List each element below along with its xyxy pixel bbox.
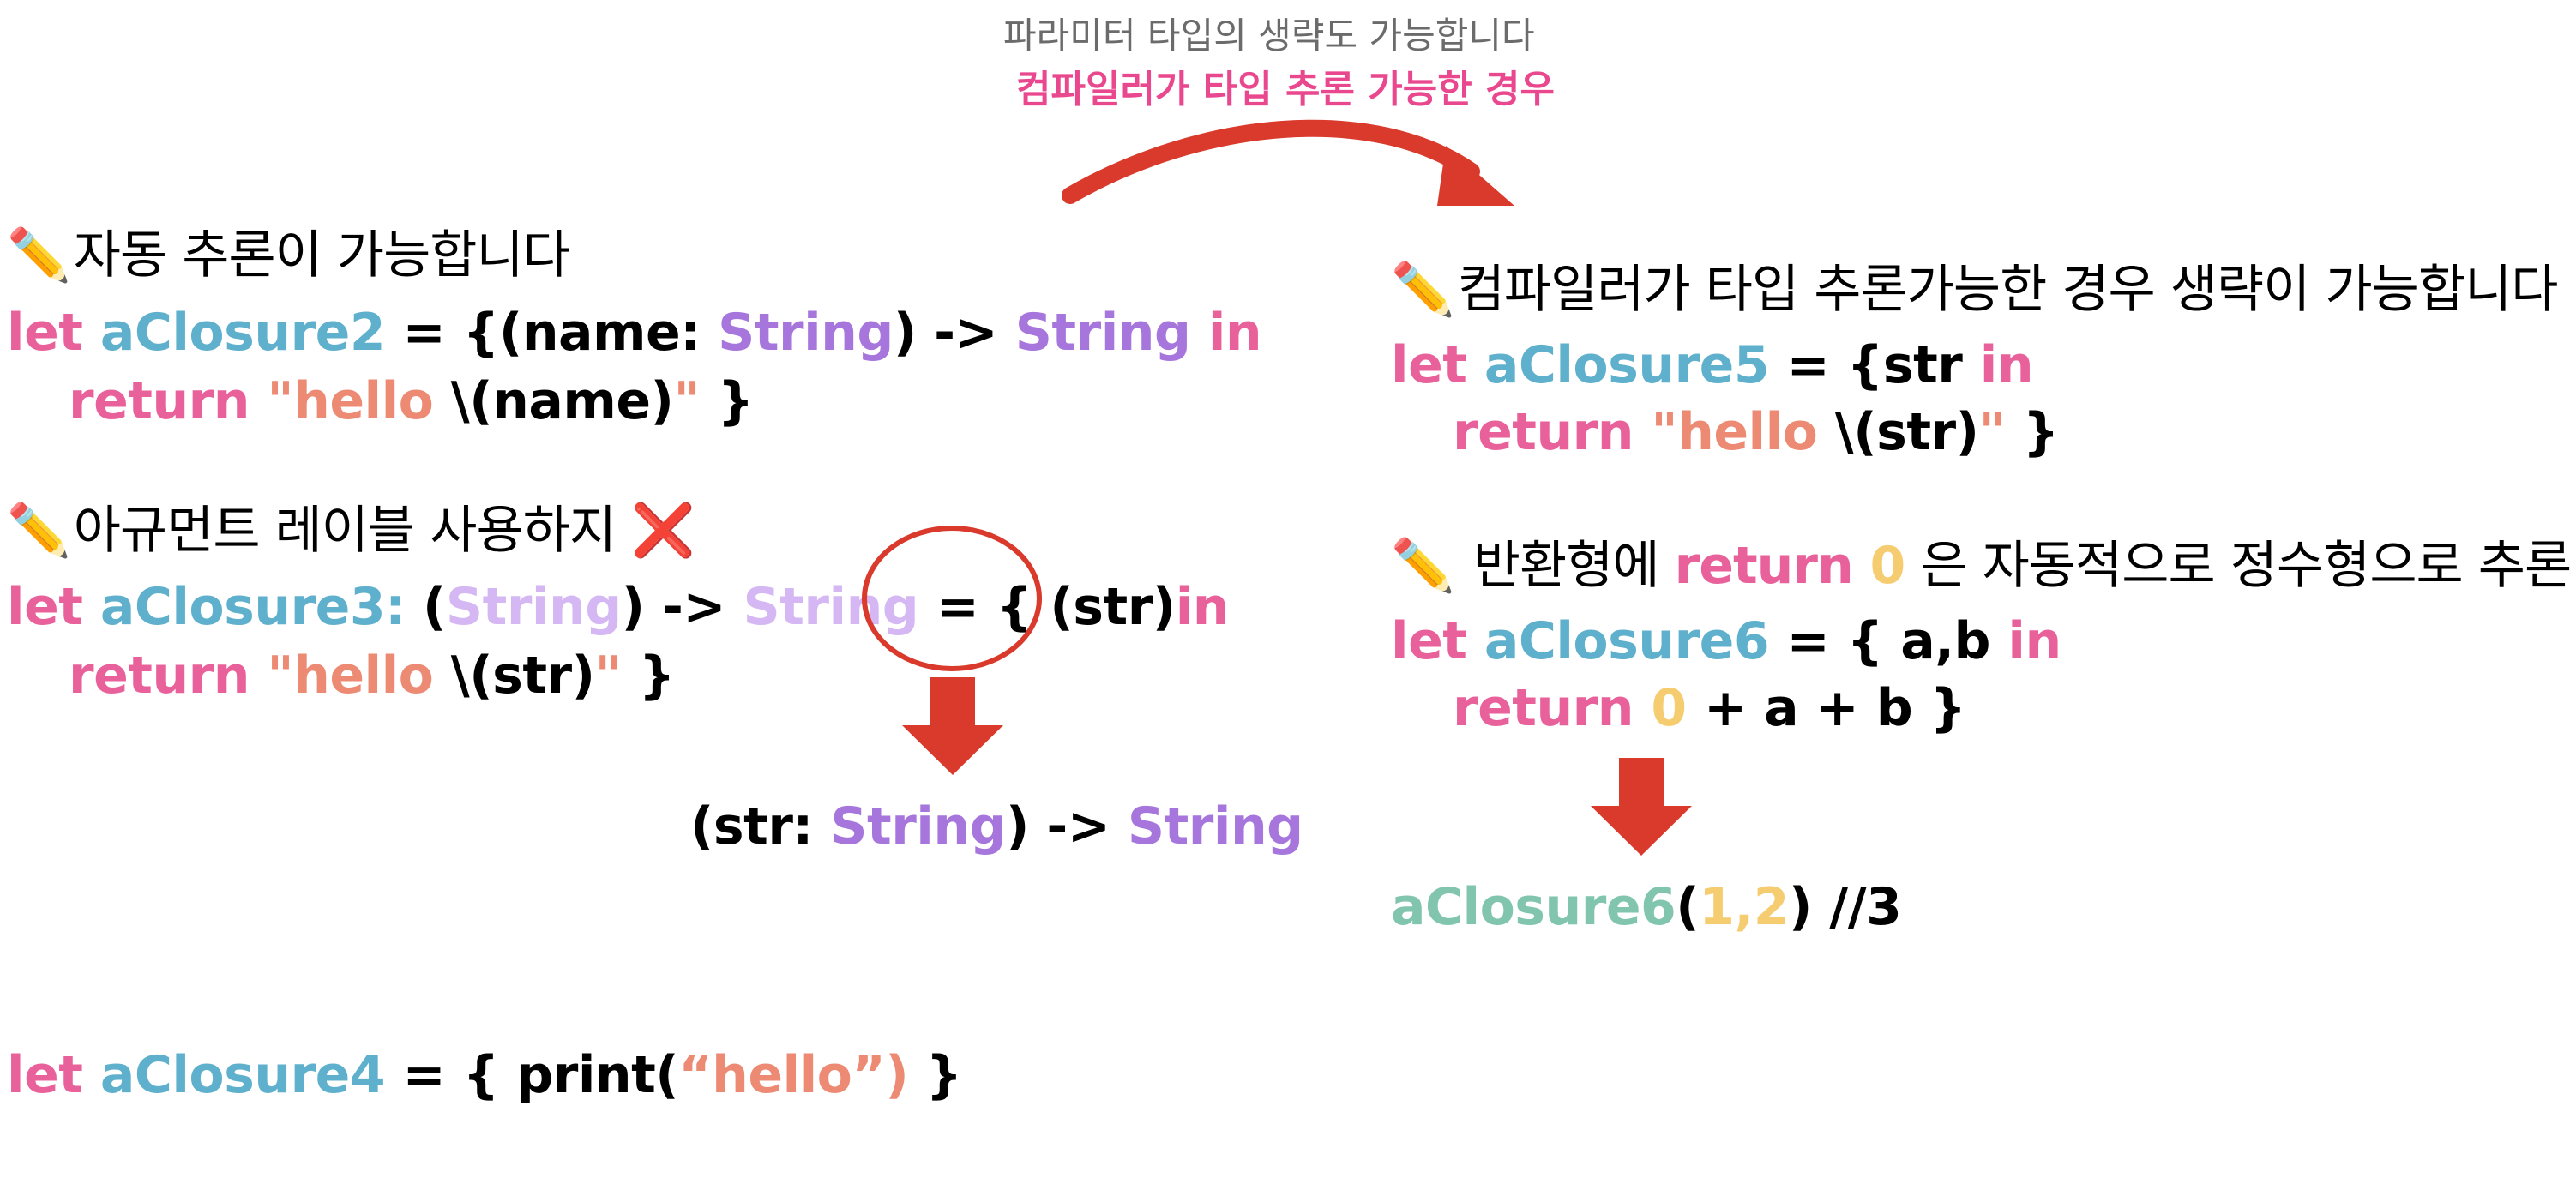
code-punct: (	[405, 577, 446, 637]
code-punct: (str:	[690, 796, 831, 856]
string-literal: "	[673, 371, 701, 431]
code-punct: }	[908, 1045, 963, 1105]
code-punct: }	[621, 646, 676, 706]
code-punct: }	[700, 371, 755, 431]
keyword-in: in	[1175, 577, 1230, 637]
section2-inferred-signature: (str: String) -> String	[690, 796, 1303, 857]
code-punct: = { (str)	[918, 577, 1177, 637]
keyword-in: in	[1190, 303, 1262, 363]
highlight-circle	[862, 526, 1042, 671]
cross-icon: ❌	[631, 501, 695, 561]
string-interpolation: \(str)	[1834, 402, 1979, 462]
curved-arrow-head	[1437, 146, 1514, 206]
keyword-return: return	[1453, 678, 1652, 738]
code-punct: (	[1676, 877, 1700, 937]
top-caption-secondary: 컴파일러가 타입 추론 가능한 경우	[1016, 68, 1555, 111]
type-name: String	[830, 796, 1007, 856]
section5-code-line1: let aClosure6 = { a,b in	[1391, 610, 2061, 672]
type-name: String	[445, 577, 622, 637]
number-literal: 1,2	[1699, 877, 1789, 937]
keyword-in: in	[1979, 335, 2034, 395]
pencil-icon: ✏️	[1391, 260, 1455, 320]
keyword-let: let	[7, 1045, 83, 1105]
pencil-icon: ✏️	[1391, 536, 1455, 596]
string-literal: "hello	[267, 371, 451, 431]
string-interpolation: \(name)	[450, 371, 674, 431]
section5-heading-keyword: return	[1674, 536, 1854, 596]
section1-heading: ✏️자동 추론이 가능합니다	[7, 225, 570, 286]
pencil-icon: ✏️	[7, 225, 71, 285]
top-caption-primary: 파라미터 타입의 생략도 가능합니다	[1003, 15, 1535, 57]
keyword-return: return	[69, 646, 268, 706]
code-punct: ) //3	[1789, 877, 1902, 937]
curved-arrow-shaft	[1062, 119, 1480, 204]
string-literal: “hello”)	[678, 1045, 909, 1105]
closure-name: aClosure2	[99, 303, 386, 363]
section3-code-line1: let aClosure4 = { print(“hello”) }	[7, 1044, 962, 1106]
section2-heading-text: 아규먼트 레이블 사용하지	[73, 501, 632, 561]
section2-heading: ✏️아규먼트 레이블 사용하지 ❌	[7, 500, 695, 562]
down-arrow-2-shaft	[1619, 758, 1664, 806]
keyword-let: let	[7, 303, 83, 363]
section4-code-line2: return "hello \(str)" }	[1453, 401, 2059, 463]
string-interpolation: \(str)	[450, 646, 595, 706]
closure-name: aClosure5	[1484, 335, 1770, 395]
type-name: String	[1127, 796, 1303, 856]
code-punct: = {str	[1769, 335, 1980, 395]
closure-name: aClosure3:	[99, 577, 406, 637]
section5-heading-pre: 반환형에	[1457, 536, 1675, 596]
closure-name: aClosure4	[99, 1045, 386, 1105]
down-arrow-2-head	[1591, 806, 1692, 856]
code-punct: = {(name:	[385, 303, 719, 363]
code-punct: ) ->	[621, 577, 743, 637]
section1-heading-text: 자동 추론이 가능합니다	[73, 225, 570, 285]
section5-code-line2: return 0 + a + b }	[1453, 677, 1966, 739]
section4-code-line1: let aClosure5 = {str in	[1391, 334, 2034, 396]
down-arrow-1-shaft	[930, 677, 975, 725]
string-literal: "	[594, 646, 622, 706]
section4-heading-text: 컴파일러가 타입 추론가능한 경우 생략이 가능합니다	[1457, 260, 2559, 320]
section2-code-line2: return "hello \(str)" }	[69, 645, 675, 706]
closure-name: aClosure6	[1484, 611, 1770, 671]
keyword-let: let	[1391, 335, 1467, 395]
number-literal: 0	[1651, 678, 1687, 738]
type-name: String	[718, 303, 894, 363]
section1-code-line2: return "hello \(name)" }	[69, 370, 754, 432]
type-name: String	[743, 577, 919, 637]
keyword-let: let	[7, 577, 83, 637]
code-punct: = { a,b	[1769, 611, 2008, 671]
keyword-return: return	[69, 371, 268, 431]
section4-heading: ✏️컴파일러가 타입 추론가능한 경우 생략이 가능합니다	[1391, 259, 2559, 321]
code-punct: = { print(	[385, 1045, 679, 1105]
function-call: aClosure6	[1391, 877, 1676, 937]
code-punct: ) ->	[1006, 796, 1128, 856]
down-arrow-1-head	[902, 725, 1003, 775]
keyword-let: let	[1391, 611, 1467, 671]
pencil-icon: ✏️	[7, 501, 71, 561]
string-literal: "hello	[1651, 402, 1835, 462]
section2-code-line1: let aClosure3: (String) -> String = { (s…	[7, 576, 1230, 638]
code-punct: + a + b }	[1686, 678, 1966, 738]
section5-heading-number: 0	[1852, 536, 1906, 596]
section5-call-result: aClosure6(1,2) //3	[1391, 876, 1902, 938]
section5-heading-post: 은 자동적으로 정수형으로 추론	[1905, 536, 2572, 596]
keyword-return: return	[1453, 402, 1652, 462]
code-punct: }	[2005, 402, 2060, 462]
string-literal: "hello	[267, 646, 451, 706]
section1-code-line1: let aClosure2 = {(name: String) -> Strin…	[7, 302, 1262, 364]
code-punct: ) ->	[893, 303, 1015, 363]
keyword-in: in	[2007, 611, 2061, 671]
section5-heading: ✏️ 반환형에 return 0 은 자동적으로 정수형으로 추론	[1391, 535, 2572, 597]
string-literal: "	[1978, 402, 2006, 462]
type-name: String	[1014, 303, 1191, 363]
